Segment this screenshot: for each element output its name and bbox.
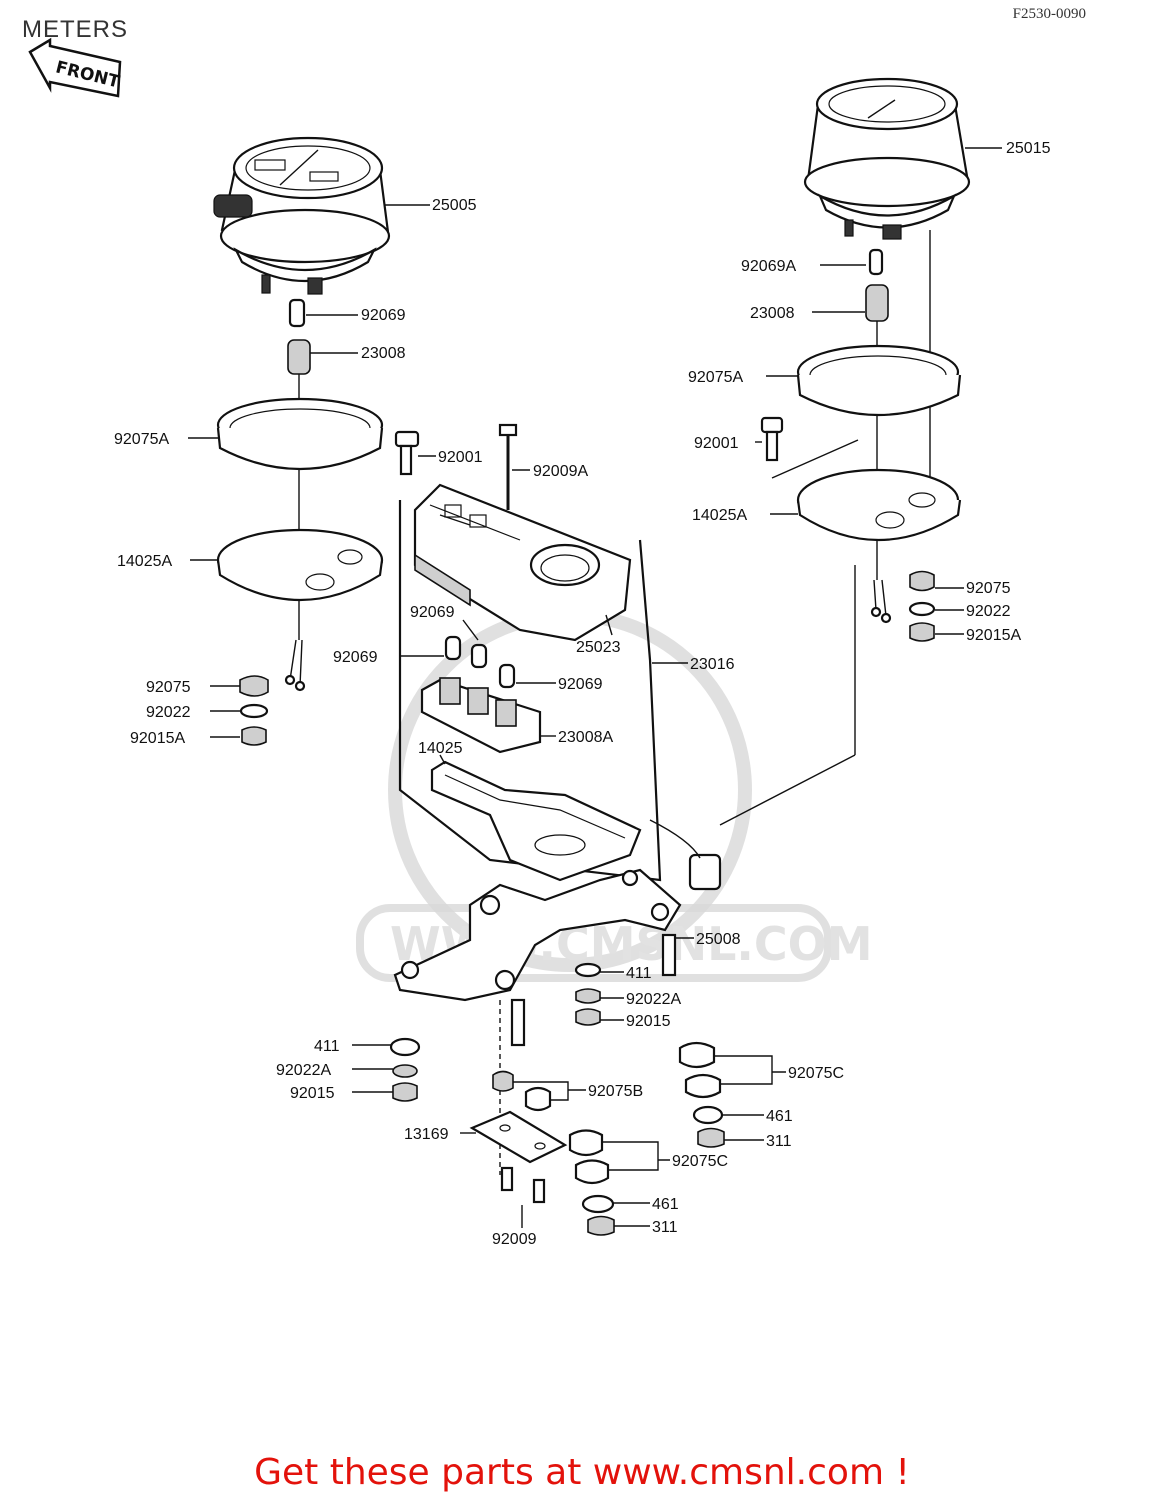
- left-meter-assembly: [213, 136, 420, 746]
- label-23008-left: 23008: [361, 345, 406, 362]
- label-92022A-center: 92022A: [626, 991, 681, 1008]
- label-461-1: 461: [766, 1108, 793, 1125]
- center-housing-assembly: [389, 423, 725, 1236]
- diagram-title: METERS: [22, 16, 129, 43]
- label-461-2: 461: [652, 1196, 679, 1213]
- label-92075-right: 92075: [966, 580, 1011, 597]
- leader-lines: [188, 147, 1002, 1228]
- label-92069A: 92069A: [741, 258, 796, 275]
- right-meter-assembly: [719, 77, 971, 826]
- label-92069-center-2: 92069: [333, 649, 378, 666]
- label-14025: 14025: [418, 740, 463, 757]
- label-92075B: 92075B: [588, 1083, 643, 1100]
- label-25023: 25023: [576, 639, 621, 656]
- label-14025A-left: 14025A: [117, 553, 172, 570]
- label-25015: 25015: [1006, 140, 1051, 157]
- label-411-center: 411: [626, 965, 652, 982]
- footer-link-text[interactable]: Get these parts at www.cmsnl.com !: [254, 1452, 910, 1493]
- label-311-2: 311: [652, 1219, 678, 1236]
- watermark: WWW.CMSNL.COM: [356, 608, 873, 982]
- label-92015-left: 92015: [290, 1085, 335, 1102]
- label-23008-right: 23008: [750, 305, 795, 322]
- label-92015A-left: 92015A: [130, 730, 185, 747]
- label-23016: 23016: [690, 656, 735, 673]
- part-labels: 25005 92069 23008 92075A 92001 92009A 14…: [114, 140, 1051, 1248]
- label-92069-center-3: 92069: [558, 676, 603, 693]
- label-92001-right: 92001: [694, 435, 739, 452]
- diagram-code: F2530-0090: [1012, 6, 1086, 22]
- label-14025A-right: 14025A: [692, 507, 747, 524]
- label-92075A-right: 92075A: [688, 369, 743, 386]
- label-25005: 25005: [432, 197, 477, 214]
- label-92075C-2: 92075C: [672, 1153, 728, 1170]
- label-92015A-right: 92015A: [966, 627, 1021, 644]
- front-arrow-icon: FRONT: [28, 37, 122, 98]
- label-92069-left: 92069: [361, 307, 406, 324]
- label-92075A-left: 92075A: [114, 431, 169, 448]
- label-92022-left: 92022: [146, 704, 191, 721]
- label-25008: 25008: [696, 931, 741, 948]
- label-92069-center-1: 92069: [410, 604, 455, 621]
- label-92075C-1: 92075C: [788, 1065, 844, 1082]
- label-411-left: 411: [314, 1038, 340, 1055]
- label-92075-left: 92075: [146, 679, 191, 696]
- label-92009: 92009: [492, 1231, 537, 1248]
- label-92015-center: 92015: [626, 1013, 671, 1030]
- label-92009A: 92009A: [533, 463, 588, 480]
- label-92001-left: 92001: [438, 449, 483, 466]
- label-92022A-left: 92022A: [276, 1062, 331, 1079]
- label-13169: 13169: [404, 1126, 449, 1143]
- label-92022-right: 92022: [966, 603, 1011, 620]
- label-23008A: 23008A: [558, 729, 613, 746]
- label-311-1: 311: [766, 1133, 792, 1150]
